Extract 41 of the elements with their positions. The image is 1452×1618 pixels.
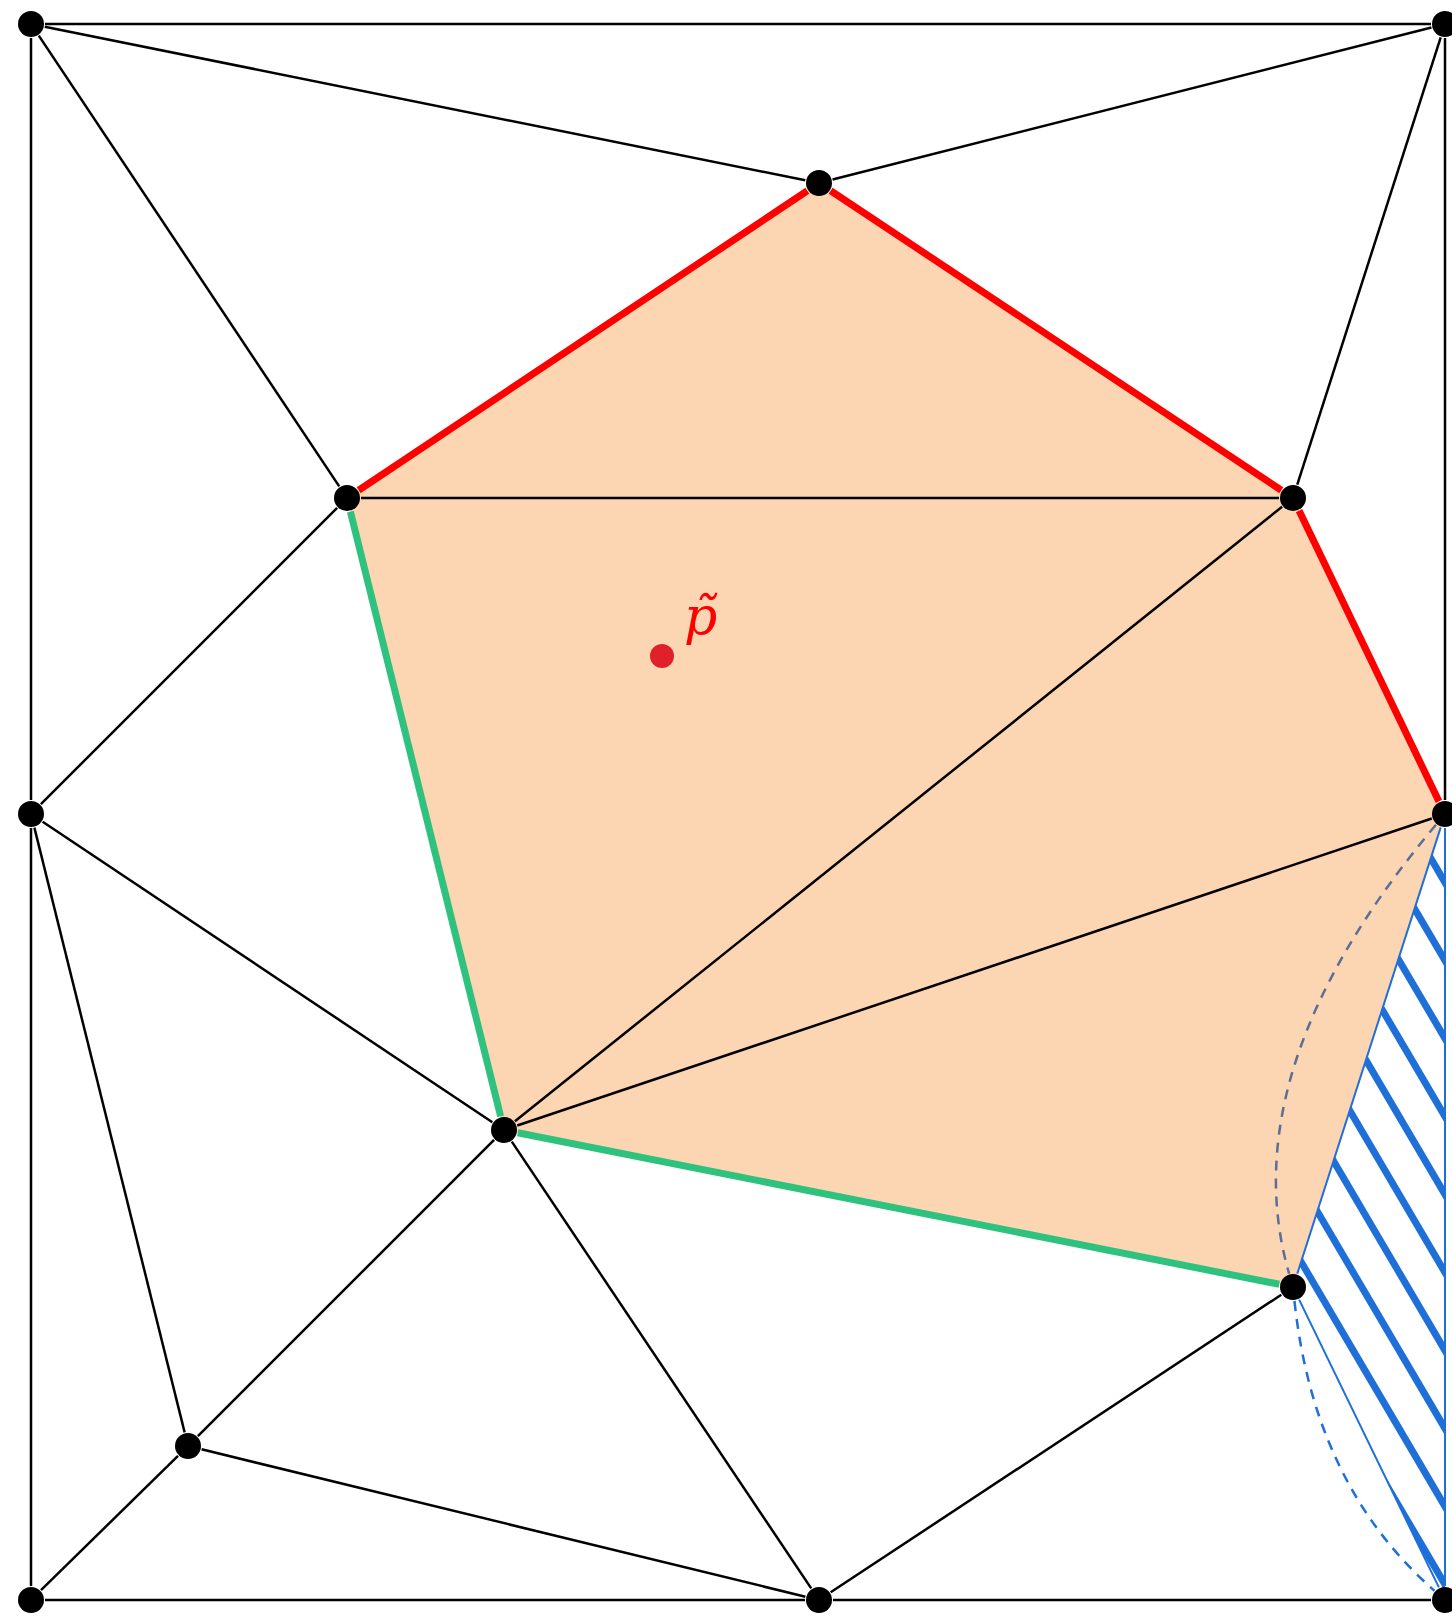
highlighted-edge bbox=[356, 187, 810, 494]
mesh-edge bbox=[1443, 38, 1447, 800]
dashed-arc bbox=[1274, 823, 1437, 1274]
mesh-edge bbox=[1444, 827, 1446, 1587]
mesh-edge bbox=[29, 38, 33, 800]
vertex-dot bbox=[18, 1587, 44, 1613]
vertex-dot bbox=[175, 1433, 201, 1459]
point-dot bbox=[650, 644, 674, 668]
vertex-dot bbox=[334, 485, 360, 511]
highlighted-edge bbox=[347, 510, 504, 1118]
mesh-edge bbox=[29, 828, 33, 1586]
mesh-edge bbox=[44, 25, 806, 182]
mesh-edge bbox=[514, 505, 1283, 1123]
mesh-edge bbox=[40, 1454, 179, 1592]
mesh-edge bbox=[510, 1140, 813, 1590]
highlighted-edge bbox=[828, 187, 1284, 494]
mesh-edge bbox=[833, 1598, 1431, 1602]
vertex-dot bbox=[806, 170, 832, 196]
point-label: p̃ bbox=[684, 586, 718, 646]
mesh-edge bbox=[37, 34, 341, 488]
vertex-dot bbox=[18, 11, 44, 37]
highlighted-edge bbox=[517, 1129, 1280, 1288]
mesh-edge bbox=[516, 817, 1433, 1127]
mesh-edge bbox=[201, 1448, 806, 1598]
mesh-edge bbox=[1296, 826, 1442, 1275]
highlighted-edge bbox=[1295, 509, 1443, 803]
mesh-edge bbox=[40, 507, 338, 805]
mesh-edge bbox=[832, 26, 1432, 181]
mesh-edge bbox=[197, 1139, 495, 1437]
mesh-edge bbox=[45, 22, 1431, 26]
mesh-edge bbox=[830, 1293, 1282, 1594]
vertex-dot bbox=[1280, 485, 1306, 511]
mesh-edge bbox=[41, 820, 494, 1124]
mesh-edge bbox=[1296, 36, 1442, 486]
vertex-dot bbox=[806, 1587, 832, 1613]
mesh-edge bbox=[45, 1598, 805, 1602]
vertex-dot bbox=[1280, 1274, 1306, 1300]
vertex-dot bbox=[18, 801, 44, 827]
mesh-edge bbox=[33, 827, 186, 1433]
mesh-edge bbox=[361, 496, 1279, 500]
vertex-dot bbox=[491, 1117, 517, 1143]
